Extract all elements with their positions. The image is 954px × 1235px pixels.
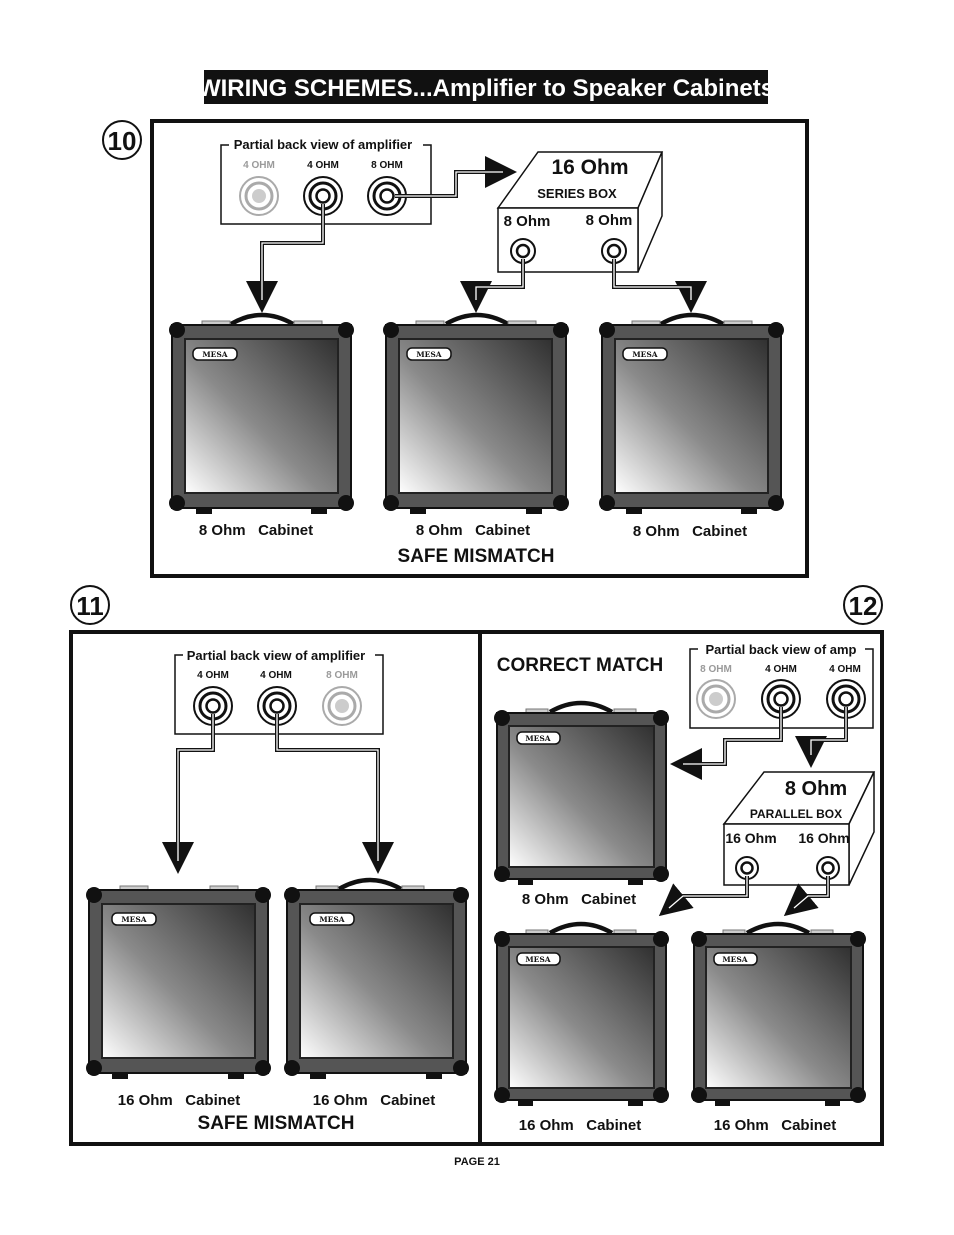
page-title: WIRING SCHEMES...Amplifier to Speaker Ca… (198, 75, 774, 102)
status-label: SAFE MISMATCH (398, 546, 555, 567)
diagram-frame (150, 119, 809, 578)
brand-badge: MESA (121, 915, 146, 924)
diagram-frame (69, 630, 884, 1146)
box-name-label: SERIES BOX (537, 186, 617, 201)
jack-label: 4 OHM (765, 664, 797, 675)
jack-plugged (826, 679, 866, 719)
box-jack-label: 16 Ohm (725, 830, 776, 846)
diagram-11: Partial back view of amplifier 4 OHM 4 O… (86, 648, 469, 1134)
cable (246, 204, 325, 313)
jack-label: 8 OHM (326, 670, 358, 681)
box-jack (510, 238, 536, 264)
status-label: SAFE MISMATCH (198, 1113, 355, 1134)
box-name-label: PARALLEL BOX (750, 807, 842, 821)
jack-plugged (303, 176, 343, 216)
box-jack (735, 856, 759, 880)
jack-plugged (257, 686, 297, 726)
jack-inactive (696, 679, 736, 719)
cable (395, 156, 517, 198)
amp-panel-label: Partial back view of amp (705, 642, 856, 657)
amp-panel: Partial back view of amplifier 4 OHM 4 O… (174, 648, 384, 735)
cabinet-label: 8 Ohm Cabinet (522, 891, 636, 908)
cabinet-label: 16 Ohm Cabinet (714, 1117, 837, 1134)
speaker-cabinet: MESA (169, 312, 354, 514)
page-number: PAGE 21 (454, 1156, 500, 1168)
cabinet-label: 8 Ohm Cabinet (416, 522, 530, 539)
cabinet-label: 16 Ohm Cabinet (519, 1117, 642, 1134)
speaker-cabinet: MESA (691, 921, 866, 1106)
jack-label: 4 OHM (307, 160, 339, 171)
jack-label: 4 OHM (829, 664, 861, 675)
cable (275, 714, 394, 874)
brand-badge: MESA (632, 350, 657, 359)
jack-inactive (322, 686, 362, 726)
parallel-box: 8 Ohm PARALLEL BOX 16 Ohm 16 Ohm (722, 771, 876, 886)
box-jack-label: 16 Ohm (798, 830, 849, 846)
diagram-number: 12 (849, 591, 878, 621)
jack-label: 8 OHM (371, 160, 403, 171)
box-jack-label: 8 Ohm (504, 213, 551, 230)
cabinet-label: 16 Ohm Cabinet (118, 1092, 241, 1109)
cabinet-label: 8 Ohm Cabinet (199, 522, 313, 539)
diagram-number-circle (70, 585, 110, 625)
brand-badge: MESA (416, 350, 441, 359)
amp-panel-label: Partial back view of amplifier (234, 137, 412, 152)
diagram-10: 10 Partial back view of amplifier 4 OHM … (102, 119, 809, 578)
amp-panel: Partial back view of amplifier 4 OHM 4 O… (220, 137, 432, 225)
series-box: 16 Ohm SERIES BOX 8 Ohm 8 Ohm (496, 151, 664, 273)
jack-plugged (193, 686, 233, 726)
jack-label: 4 OHM (197, 670, 229, 681)
speaker-cabinet: MESA (494, 700, 669, 885)
jack-inactive (239, 176, 279, 216)
box-ohm-label: 16 Ohm (551, 156, 628, 179)
diagram-number-circle (102, 120, 142, 160)
diagram-number-circle (843, 585, 883, 625)
amp-panel-label: Partial back view of amplifier (187, 648, 365, 663)
brand-badge: MESA (202, 350, 227, 359)
brand-badge: MESA (525, 955, 550, 964)
jack-label: 8 OHM (700, 664, 732, 675)
brand-badge: MESA (525, 734, 550, 743)
brand-badge: MESA (722, 955, 747, 964)
cabinet-label: 16 Ohm Cabinet (313, 1092, 436, 1109)
box-jack (816, 856, 840, 880)
box-jack-label: 8 Ohm (586, 212, 633, 229)
box-ohm-label: 8 Ohm (785, 778, 847, 800)
amp-panel: Partial back view of amp 8 OHM 4 OHM 4 O… (689, 642, 874, 729)
speaker-cabinet: MESA (383, 312, 569, 514)
speaker-cabinet: MESA (284, 877, 469, 1079)
diagram-12: CORRECT MATCH Partial back view of amp 8… (494, 642, 876, 1134)
speaker-cabinet: MESA (599, 312, 784, 514)
cables (162, 714, 394, 874)
diagram-number: 10 (108, 126, 137, 156)
speaker-cabinet: MESA (494, 921, 669, 1106)
jack-label: 4 OHM (260, 670, 292, 681)
status-label: CORRECT MATCH (497, 655, 663, 676)
cable (162, 714, 215, 874)
cabinet-label: 8 Ohm Cabinet (633, 523, 747, 540)
brand-badge: MESA (319, 915, 344, 924)
speaker-cabinet: MESA (86, 885, 271, 1079)
diagram-number: 11 (76, 591, 104, 621)
box-jack (601, 238, 627, 264)
title-banner (204, 70, 768, 104)
cable (670, 707, 783, 780)
jack-label: 4 OHM (243, 160, 275, 171)
